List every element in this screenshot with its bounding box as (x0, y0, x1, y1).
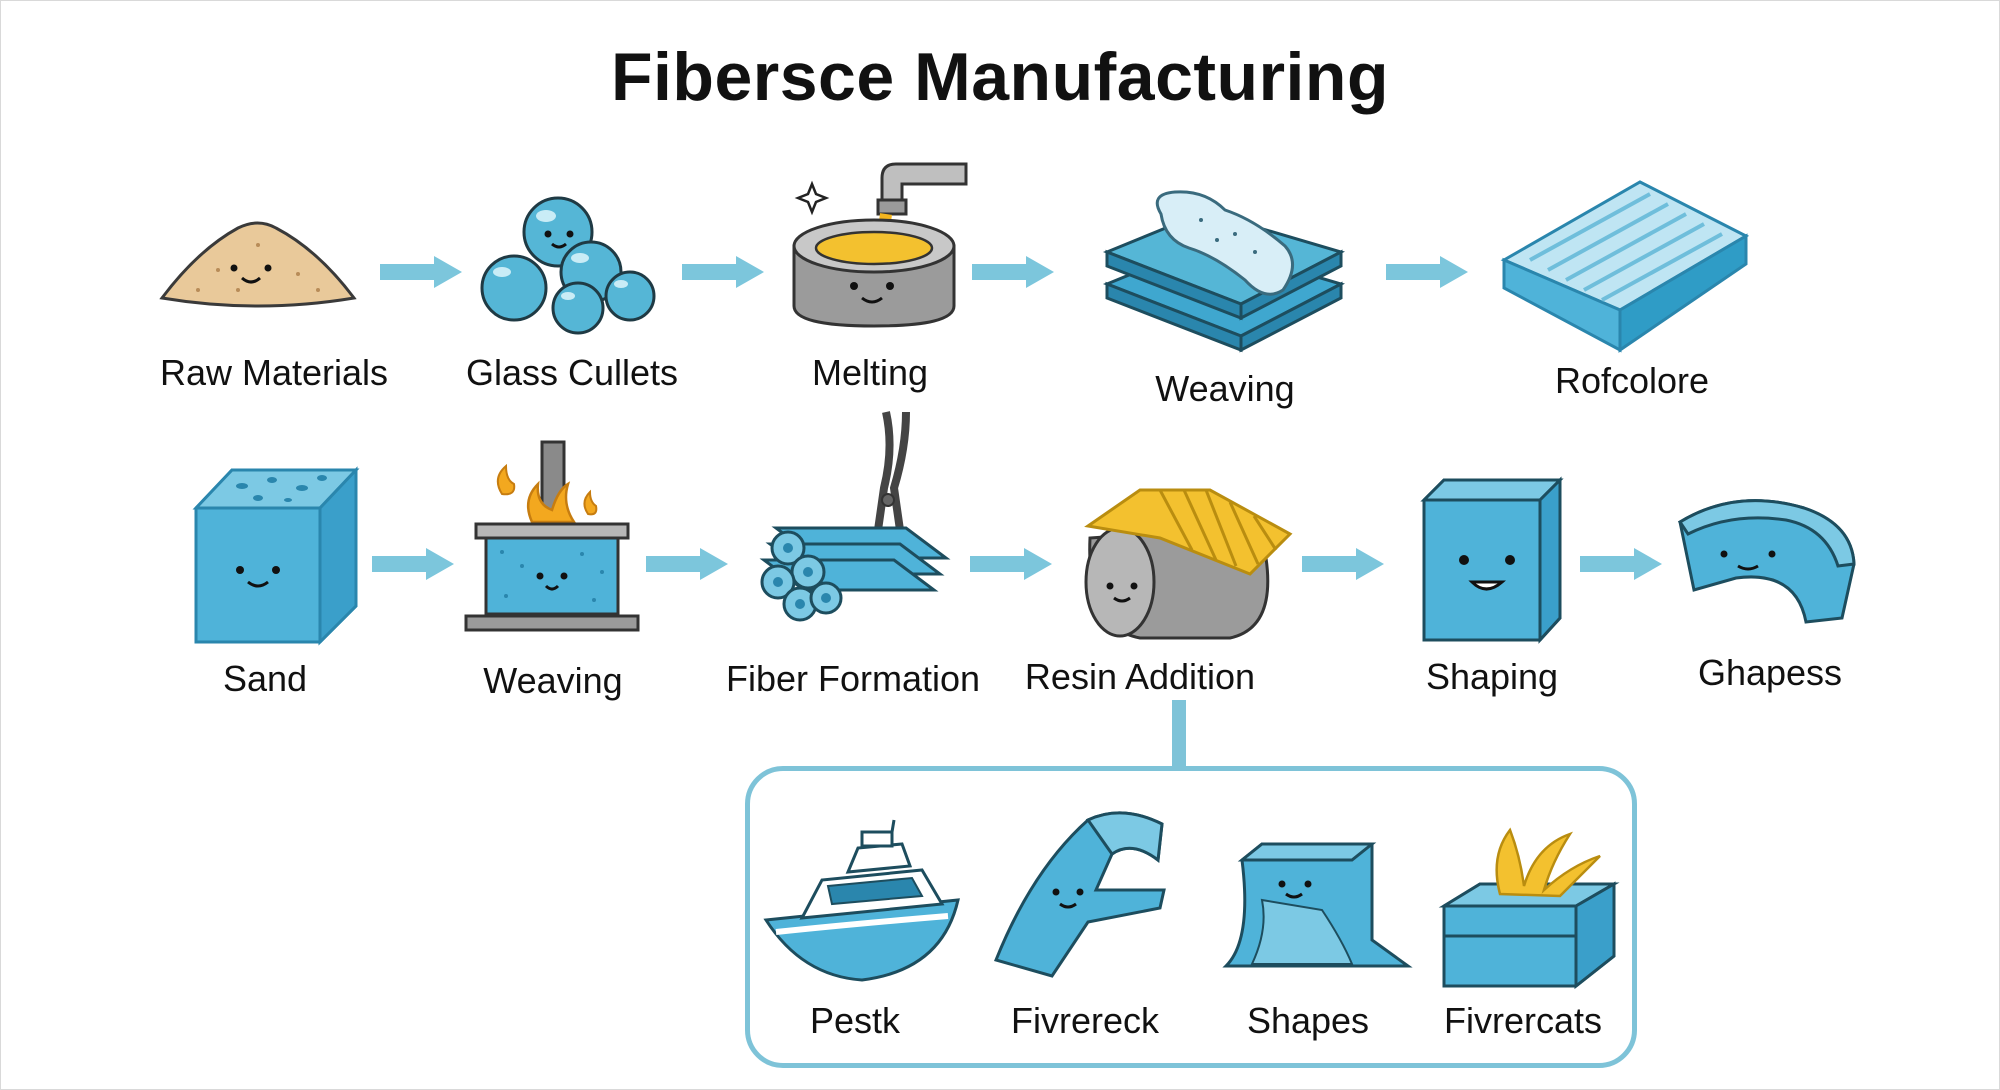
label-sand: Sand (222, 658, 308, 699)
arrow-icon (380, 256, 462, 288)
label-ghapess: Ghapess (1697, 652, 1843, 693)
output-products-box (745, 766, 1637, 1068)
sand-cube-icon (192, 466, 360, 646)
label-resin-addition: Resin Addition (1024, 656, 1256, 697)
glass-cullets-icon (480, 196, 656, 335)
label-fivrercats: Fivrercats (1443, 1000, 1603, 1041)
label-weaving-top: Weaving (1155, 368, 1295, 409)
label-melting: Melting (811, 352, 929, 393)
arrow-icon (682, 256, 764, 288)
curved-ramp-icon (993, 811, 1166, 978)
sand-pile-icon (159, 221, 357, 308)
arrow-icon (970, 548, 1052, 580)
label-pestk: Pestk (809, 1000, 901, 1041)
boat-icon (763, 819, 960, 982)
curved-shape-icon (1677, 499, 1856, 624)
arrow-icon (646, 548, 728, 580)
output-connector (1172, 700, 1186, 768)
page-title: Fibersce Manufacturing (610, 39, 1390, 115)
label-raw-materials: Raw Materials (159, 352, 389, 393)
shaped-block-icon (1420, 476, 1564, 644)
molded-shape-icon (1222, 842, 1413, 968)
arrow-icon (1386, 256, 1468, 288)
fiber-rolls-icon (759, 411, 951, 622)
label-fivrereck: Fivrereck (1010, 1000, 1160, 1041)
arrow-icon (1580, 548, 1662, 580)
arrow-icon (372, 548, 454, 580)
label-shaping: Shaping (1425, 656, 1559, 697)
press-heater-icon (464, 440, 640, 632)
arrow-icon (1302, 548, 1384, 580)
label-rofcolore: Rofcolore (1554, 360, 1710, 401)
label-shapes: Shapes (1246, 1000, 1370, 1041)
resin-roller-icon (1084, 488, 1293, 640)
ribbed-panel-icon (1500, 180, 1750, 353)
melting-furnace-icon (792, 162, 968, 328)
label-glass-cullets: Glass Cullets (465, 352, 679, 393)
label-weaving-bottom: Weaving (483, 660, 623, 701)
woven-sheets-icon (1102, 190, 1345, 353)
arrow-icon (972, 256, 1054, 288)
label-fiber-formation: Fiber Formation (725, 658, 981, 699)
fiber-box-icon (1438, 827, 1620, 990)
